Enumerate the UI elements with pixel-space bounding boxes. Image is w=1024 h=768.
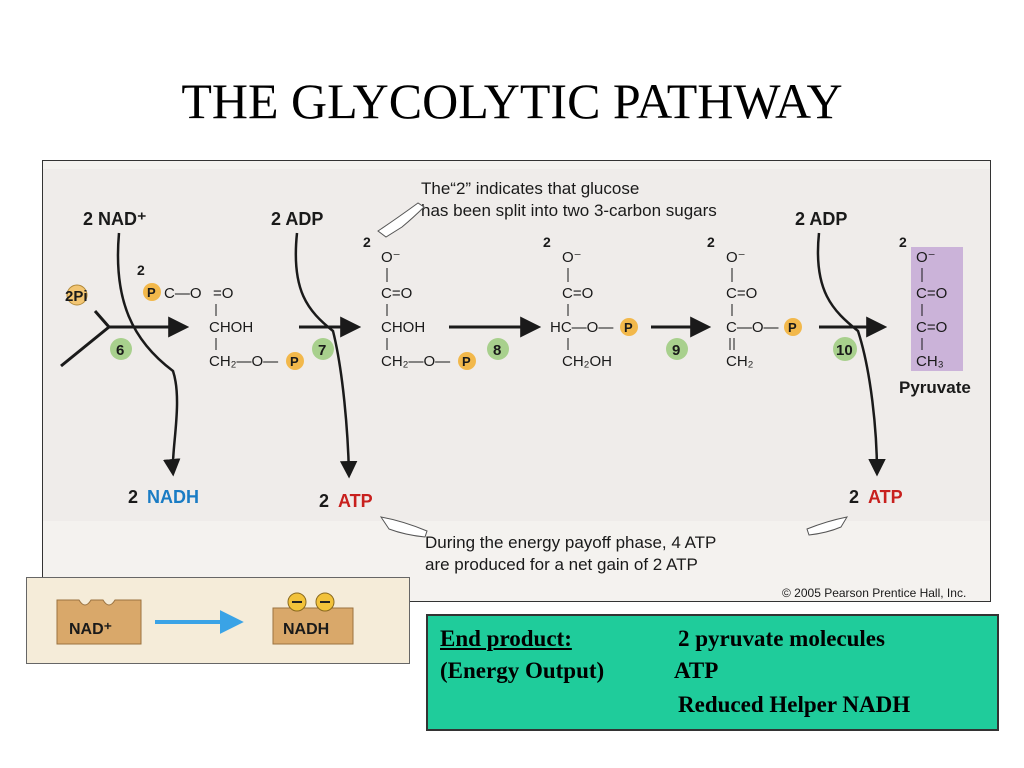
mol5-c-eq-o-1: C=O bbox=[916, 285, 947, 302]
mol2-phosphate-icon bbox=[458, 352, 476, 370]
reduced-helper-value: Reduced Helper NADH bbox=[678, 692, 911, 717]
mol4-p: P bbox=[788, 320, 797, 335]
end-product-value: 2 pyruvate molecules bbox=[678, 626, 885, 651]
mol1-multiplier: 2 bbox=[137, 262, 145, 278]
pyruvate-highlight-box bbox=[911, 247, 963, 371]
mol4-o-minus: O⁻ bbox=[726, 249, 746, 266]
adp1-label: 2 ADP bbox=[271, 209, 323, 229]
atp2-label: ATP bbox=[868, 487, 903, 507]
nadh-label: NADH bbox=[147, 487, 199, 507]
step7-label: 7 bbox=[318, 342, 326, 359]
pyruvate-label: Pyruvate bbox=[899, 378, 971, 397]
atp1-count: 2 bbox=[319, 491, 329, 511]
mol1-ch2: CH₂—O— bbox=[209, 353, 278, 370]
mol3-multiplier: 2 bbox=[543, 234, 551, 250]
step10-badge bbox=[833, 337, 857, 361]
nadh-block-icon bbox=[272, 607, 354, 645]
mol3-ch2oh: CH₂OH bbox=[562, 353, 612, 370]
copyright: © 2005 Pearson Prentice Hall, Inc. bbox=[782, 586, 966, 600]
atp2-count: 2 bbox=[849, 487, 859, 507]
page-title: THE GLYCOLYTIC PATHWAY bbox=[181, 73, 843, 129]
mol5-multiplier: 2 bbox=[899, 234, 907, 250]
inset-nadh-label: NADH bbox=[283, 621, 329, 638]
mol4-multiplier: 2 bbox=[707, 234, 715, 250]
nadh-count: 2 bbox=[128, 487, 138, 507]
adp2-arrow bbox=[816, 232, 886, 477]
nad-reduction-svg: NAD⁺ NADH bbox=[56, 592, 354, 645]
glycolysis-svg: The“2” indicates that glucose has been s… bbox=[43, 169, 990, 600]
mol3-phosphate-icon bbox=[620, 318, 638, 336]
mol2-choh: CHOH bbox=[381, 319, 425, 336]
pi-label: 2Pi bbox=[65, 288, 88, 305]
step8-badge bbox=[487, 338, 509, 360]
note-top-line1: The“2” indicates that glucose bbox=[421, 179, 639, 198]
step10-label: 10 bbox=[836, 342, 853, 359]
mol4-c-o: C—O— bbox=[726, 319, 779, 336]
mol1-eq-o: =O bbox=[213, 285, 233, 302]
pointing-hand-top-icon bbox=[377, 202, 425, 238]
mol5-c-eq-o-2: C=O bbox=[916, 319, 947, 336]
summary-row-2: (Energy Output) bbox=[440, 658, 604, 684]
mol5-o-minus: O⁻ bbox=[916, 249, 936, 266]
energy-output-label: (Energy Output) bbox=[440, 658, 605, 683]
mol3-hc: HC—O— bbox=[550, 319, 613, 336]
pointing-hand-left-icon bbox=[379, 516, 428, 538]
mol4-c-eq-o: C=O bbox=[726, 285, 757, 302]
inset-nad-label: NAD⁺ bbox=[69, 621, 112, 638]
mol3-c-eq-o: C=O bbox=[562, 285, 593, 302]
note-bottom-line1: During the energy payoff phase, 4 ATP bbox=[425, 533, 716, 552]
diagram-band bbox=[43, 169, 990, 521]
energy-output-value: ATP bbox=[674, 658, 719, 683]
step9-label: 9 bbox=[672, 342, 680, 359]
step7-badge bbox=[312, 338, 334, 360]
mol3-o-minus: O⁻ bbox=[562, 249, 582, 266]
step6-badge bbox=[110, 338, 132, 360]
step6-label: 6 bbox=[116, 342, 124, 359]
note-top-line2: has been split into two 3-carbon sugars bbox=[421, 201, 717, 220]
mol1-chohs: CHOH bbox=[209, 319, 253, 336]
mol1-p-top: P bbox=[147, 285, 156, 300]
mol4-phosphate-icon bbox=[784, 318, 802, 336]
nad-reduction-inset: NAD⁺ NADH bbox=[26, 577, 410, 664]
nad-plus-block-icon bbox=[56, 599, 142, 645]
glycolysis-diagram: The“2” indicates that glucose has been s… bbox=[42, 160, 991, 602]
pointing-hand-right-icon bbox=[806, 516, 849, 536]
nad-arrow bbox=[116, 232, 181, 477]
note-bottom-line2: are produced for a net gain of 2 ATP bbox=[425, 555, 698, 574]
mol1-phosphate-bottom-icon bbox=[286, 352, 304, 370]
mol1-o-c: C—O bbox=[164, 285, 202, 302]
adp2-label: 2 ADP bbox=[795, 209, 847, 229]
summary-row-1: End product: bbox=[440, 626, 572, 652]
adp1-arrow bbox=[294, 232, 358, 479]
mol1-p-bottom: P bbox=[290, 354, 299, 369]
nad-plus-label: 2 NAD⁺ bbox=[83, 209, 147, 229]
pi-entry-line bbox=[60, 325, 110, 368]
mol2-o-minus: O⁻ bbox=[381, 249, 401, 266]
end-product-label: End product: bbox=[440, 626, 572, 651]
mol2-p: P bbox=[462, 354, 471, 369]
mol3-p: P bbox=[624, 320, 633, 335]
mol2-multiplier: 2 bbox=[363, 234, 371, 250]
step9-badge bbox=[666, 338, 688, 360]
pi-phosphate-icon bbox=[66, 284, 88, 306]
atp1-label: ATP bbox=[338, 491, 373, 511]
mol2-c-eq-o: C=O bbox=[381, 285, 412, 302]
summary-box: End product: 2 pyruvate molecules (Energ… bbox=[426, 614, 999, 731]
step8-label: 8 bbox=[493, 342, 501, 359]
pi-join-line bbox=[93, 310, 111, 328]
mol2-ch2: CH₂—O— bbox=[381, 353, 450, 370]
mol1-phosphate-top-icon bbox=[143, 283, 161, 301]
mol5-ch3: CH₃ bbox=[916, 353, 944, 370]
mol4-ch2: CH₂ bbox=[726, 353, 754, 370]
